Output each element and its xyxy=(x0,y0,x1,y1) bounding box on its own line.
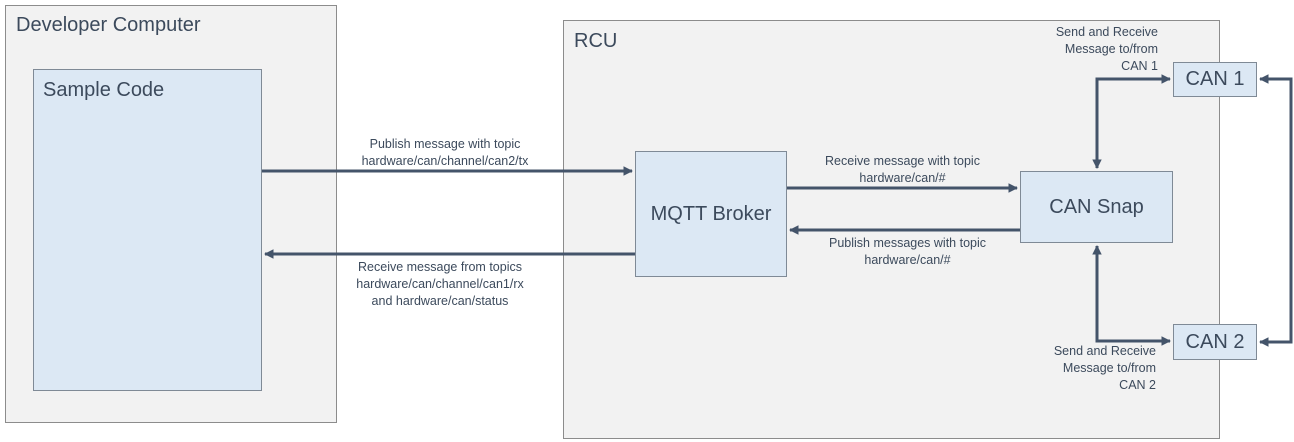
label-receive-can1: Receive message from topics hardware/can… xyxy=(356,260,524,308)
can2-label: CAN 2 xyxy=(1185,330,1245,353)
arrow-snap-can1 xyxy=(1092,74,1171,169)
label-snap-publish: Publish messages with topic hardware/can… xyxy=(828,236,987,267)
arrow-snap-can2 xyxy=(1092,245,1171,346)
label-can2-sendreceive: Send and Receive Message to/from CAN 2 xyxy=(1053,344,1156,392)
can1-box: CAN 1 xyxy=(1173,62,1257,97)
can-snap-label: CAN Snap xyxy=(1049,195,1144,218)
rcu-title: RCU xyxy=(574,30,618,52)
mqtt-broker-box: MQTT Broker xyxy=(635,151,787,277)
sample-code-label: Sample Code xyxy=(43,79,165,101)
label-can1-sendreceive: Send and Receive Message to/from CAN 1 xyxy=(1055,25,1158,73)
developer-computer-title: Developer Computer xyxy=(16,14,201,36)
sample-code-box: Sample Code xyxy=(33,69,262,391)
label-publish-can2: Publish message with topic hardware/can/… xyxy=(361,137,529,168)
mqtt-broker-label: MQTT Broker xyxy=(650,202,772,225)
can1-label: CAN 1 xyxy=(1185,68,1245,90)
can-snap-box: CAN Snap xyxy=(1020,171,1173,243)
arrow-can1-can2 xyxy=(1259,74,1293,347)
can2-box: CAN 2 xyxy=(1173,324,1257,360)
label-snap-receive: Receive message with topic hardware/can/… xyxy=(825,154,980,185)
